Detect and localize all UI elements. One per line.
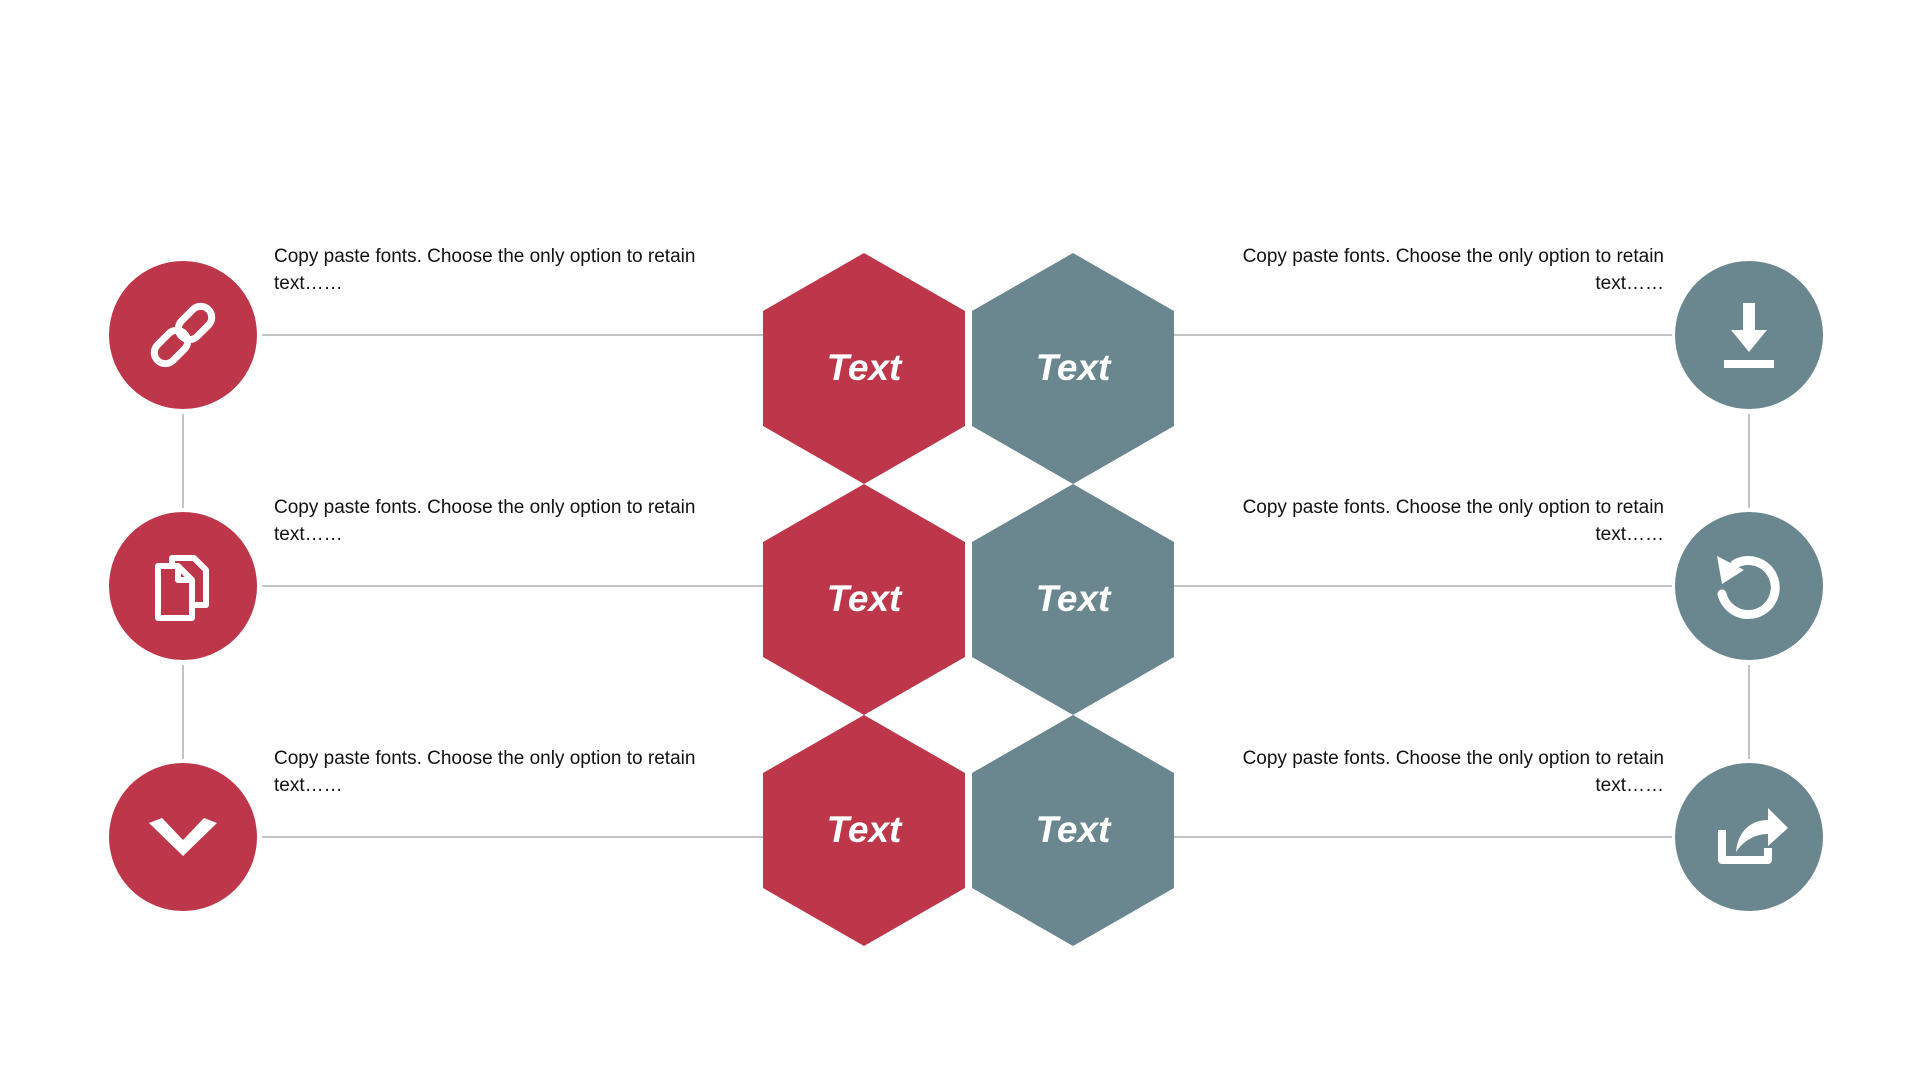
left-item-3-circle — [109, 763, 257, 911]
hex-slate-2-label: Text — [1036, 578, 1112, 619]
right-item-2-text: Copy paste fonts. Choose the only option… — [1242, 497, 1664, 545]
left-item-2-circle — [109, 512, 257, 660]
right-item-3-text: Copy paste fonts. Choose the only option… — [1242, 748, 1664, 796]
hex-crimson-3: Text — [763, 715, 965, 946]
right-item-3-circle — [1675, 763, 1823, 911]
hex-crimson-1-label: Text — [827, 347, 903, 388]
hex-slate-1-label: Text — [1036, 347, 1112, 388]
right-item-2-circle — [1675, 512, 1823, 660]
download-icon — [1724, 303, 1774, 368]
copy-icon — [155, 555, 209, 621]
right-item-1-text: Copy paste fonts. Choose the only option… — [1242, 246, 1664, 294]
left-item-3-text: Copy paste fonts. Choose the only option… — [274, 748, 696, 796]
right-item-1-circle — [1675, 261, 1823, 409]
hex-slate-3-label: Text — [1036, 809, 1112, 850]
hex-slate-2: Text — [972, 484, 1174, 715]
hex-crimson-1: Text — [763, 253, 965, 484]
hex-crimson-2-label: Text — [827, 578, 903, 619]
undo-icon — [1717, 556, 1780, 619]
share-icon — [1718, 808, 1788, 864]
link-icon — [150, 302, 216, 368]
hex-slate-3: Text — [972, 715, 1174, 946]
left-item-1-text: Copy paste fonts. Choose the only option… — [274, 246, 696, 294]
hex-crimson-2: Text — [763, 484, 965, 715]
hex-crimson-3-label: Text — [827, 809, 903, 850]
chevron-down-icon — [149, 818, 217, 856]
left-item-2-text: Copy paste fonts. Choose the only option… — [274, 497, 696, 545]
left-item-1-circle — [109, 261, 257, 409]
hex-slate-1: Text — [972, 253, 1174, 484]
